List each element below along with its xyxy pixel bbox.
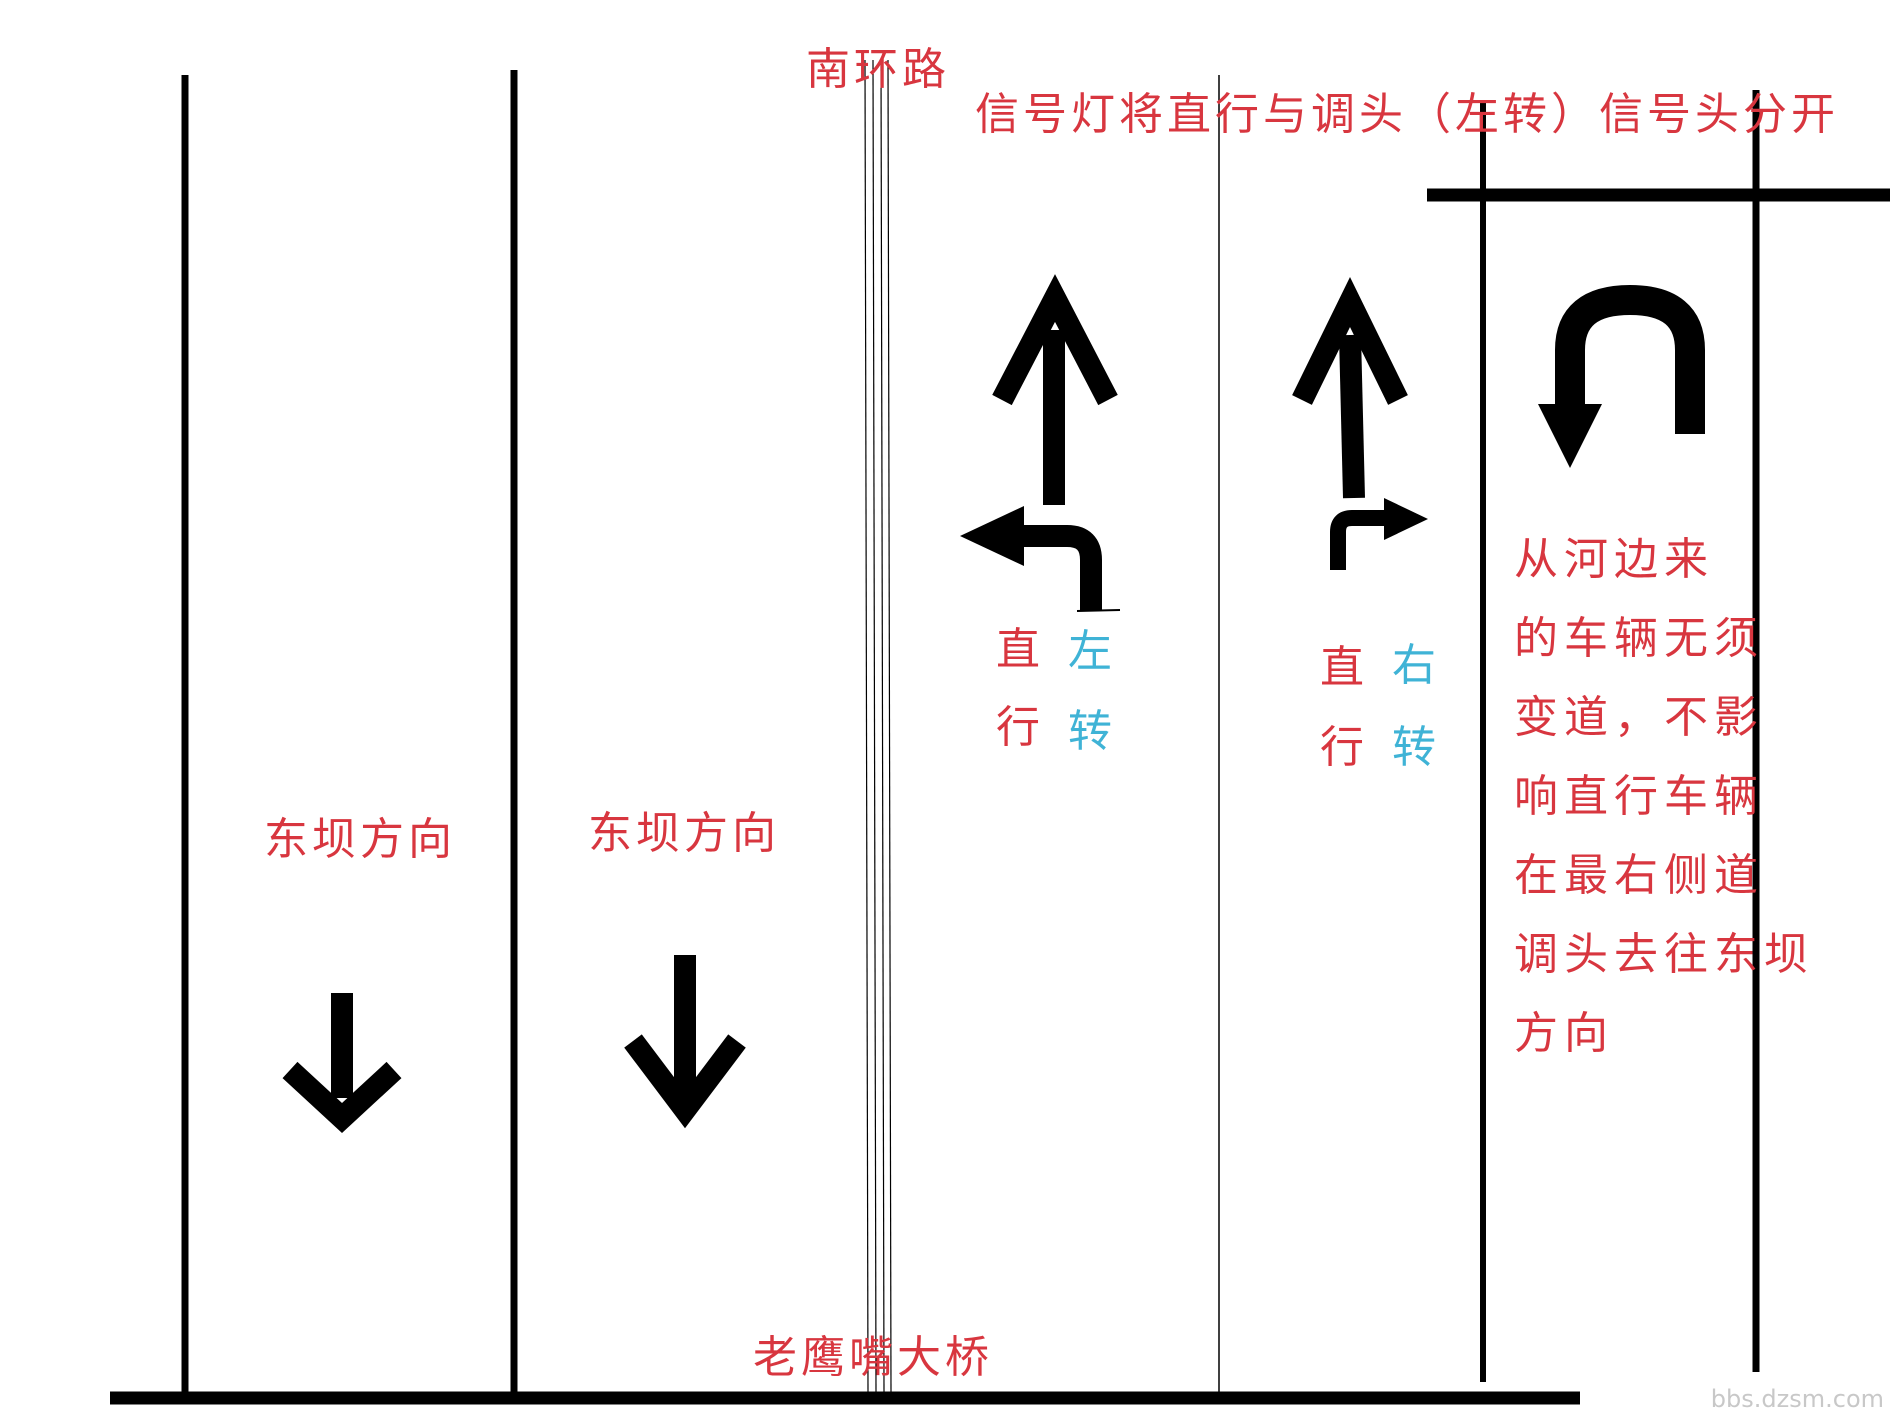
lane3-turn-char-1: 左 <box>1068 626 1116 677</box>
u-turn-arrow-icon <box>1538 284 1705 468</box>
u-turn-note: 从河边来 的车辆无须 变道，不影 响直行车辆 在最右侧道 调头去往东坝 方向 <box>1514 520 1814 1073</box>
lane3-straight-char-2: 行 <box>996 702 1044 753</box>
note-line: 方向 <box>1514 1008 1614 1059</box>
heading: 信号灯将直行与调头（左转）信号头分开 <box>975 89 1839 140</box>
right-turn-arrow-icon <box>1330 498 1428 570</box>
lane4-straight-char-1: 直 <box>1320 642 1368 693</box>
lane4-turn-char-2: 转 <box>1392 722 1440 773</box>
down-arrow-icon <box>624 955 746 1129</box>
road-bottom-label: 老鹰嘴大桥 <box>753 1332 993 1383</box>
note-line: 响直行车辆 <box>1514 771 1764 822</box>
down-arrow-icon <box>282 993 402 1133</box>
straight-arrow-icon <box>992 274 1118 505</box>
lane-label-1: 东坝方向 <box>264 814 456 865</box>
note-line: 的车辆无须 <box>1514 613 1764 664</box>
straight-arrow-icon <box>1292 276 1408 499</box>
note-line: 在最右侧道 <box>1514 850 1764 901</box>
watermark: bbs.dzsm.com <box>1710 1385 1884 1413</box>
note-line: 从河边来 <box>1514 534 1714 585</box>
median-lines <box>864 59 892 1393</box>
lane4-turn-char-1: 右 <box>1392 640 1440 691</box>
road-top-label: 南环路 <box>806 44 950 95</box>
lane3-straight-char-1: 直 <box>996 624 1044 675</box>
note-line: 变道，不影 <box>1514 692 1764 743</box>
note-line: 调头去往东坝 <box>1514 929 1814 980</box>
lane-label-2: 东坝方向 <box>588 808 780 859</box>
lane3-turn-char-2: 转 <box>1068 706 1116 757</box>
left-turn-arrow-icon <box>960 506 1121 612</box>
lane4-straight-char-2: 行 <box>1320 722 1368 773</box>
